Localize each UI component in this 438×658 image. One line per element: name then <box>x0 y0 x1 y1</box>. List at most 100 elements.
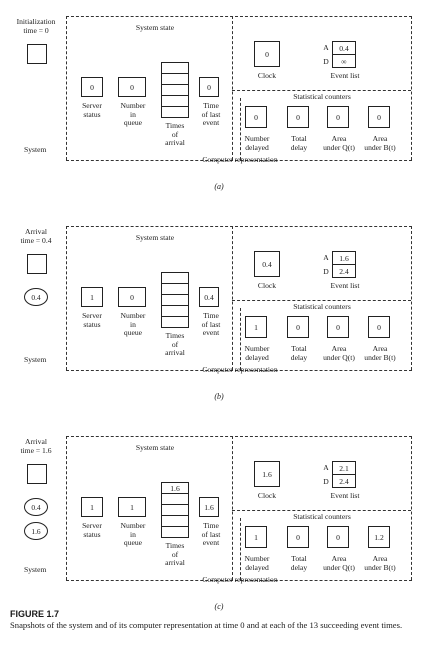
event-d-label: D <box>323 57 329 66</box>
frame-right <box>411 436 412 580</box>
counter-total-delay-box: 0 <box>287 526 309 548</box>
figure-title: FIGURE 1.7 <box>10 609 60 619</box>
counter-total-delay-box: 0 <box>287 316 309 338</box>
event-a-label: A <box>323 43 329 52</box>
computer-representation-label: Computer representation <box>202 575 278 584</box>
frame-divider <box>232 226 233 370</box>
clock-label: Clock <box>257 71 277 80</box>
frame-left <box>66 436 67 580</box>
system-label: System <box>24 355 47 364</box>
event-list-label: Event list <box>330 281 360 290</box>
counter-number-delayed-box: 1 <box>245 316 267 338</box>
number-in-queue-box: 0 <box>118 287 146 307</box>
frame-bottom <box>66 580 412 581</box>
counters-left <box>240 98 241 160</box>
frame-divider <box>232 16 233 160</box>
next-departure-box: 2.4 <box>332 474 356 488</box>
event-d-label: D <box>323 477 329 486</box>
time-of-last-event-box: 1.6 <box>199 497 219 517</box>
statistical-counters-label: Statistical counters <box>293 512 351 521</box>
counter-area-q-box: 0 <box>327 106 349 128</box>
frame-bottom <box>66 160 412 161</box>
number-in-queue-box: 1 <box>118 497 146 517</box>
event-d-label: D <box>323 267 329 276</box>
clock-box: 0.4 <box>254 251 280 277</box>
panel-caption: (c) <box>214 602 224 611</box>
next-departure-box: 2.4 <box>332 264 356 278</box>
computer-representation-label: Computer representation <box>202 365 278 374</box>
arrival-time-cell <box>161 526 189 538</box>
frame-right <box>411 226 412 370</box>
statistical-counters-label: Statistical counters <box>293 92 351 101</box>
event-list-label: Event list <box>330 491 360 500</box>
next-departure-box: ∞ <box>332 54 356 68</box>
figure-description: Snapshots of the system and of its compu… <box>10 620 403 630</box>
frame-right <box>411 16 412 160</box>
system-label: System <box>24 565 47 574</box>
frame-divider <box>232 436 233 580</box>
counters-top <box>232 300 411 301</box>
counter-area-q-box: 0 <box>327 316 349 338</box>
panel-caption: (a) <box>214 182 224 191</box>
clock-box: 0 <box>254 41 280 67</box>
clock-label: Clock <box>257 281 277 290</box>
counters-top <box>232 90 411 91</box>
statistical-counters-label: Statistical counters <box>293 302 351 311</box>
clock-box: 1.6 <box>254 461 280 487</box>
counters-top <box>232 510 411 511</box>
server-status-box: 0 <box>81 77 103 97</box>
next-arrival-box: 0.4 <box>332 41 356 55</box>
panel-caption: (b) <box>214 392 224 401</box>
event-a-label: A <box>323 253 329 262</box>
customer-circle: 0.4 <box>24 288 48 306</box>
time-of-last-event-box: 0 <box>199 77 219 97</box>
computer-representation-label: Computer representation <box>202 155 278 164</box>
time-of-last-event-box: 0.4 <box>199 287 219 307</box>
frame-bottom <box>66 370 412 371</box>
counter-area-b-box: 0 <box>368 316 390 338</box>
counter-area-q-box: 0 <box>327 526 349 548</box>
system-box <box>27 254 47 274</box>
event-a-label: A <box>323 463 329 472</box>
next-arrival-box: 2.1 <box>332 461 356 475</box>
frame-top <box>66 226 412 227</box>
frame-left <box>66 226 67 370</box>
system-label: System <box>24 145 47 154</box>
system-box <box>27 464 47 484</box>
system-state-label: System state <box>135 233 175 242</box>
server-status-box: 1 <box>81 287 103 307</box>
arrival-time-cell <box>161 106 189 118</box>
counter-total-delay-box: 0 <box>287 106 309 128</box>
frame-left <box>66 16 67 160</box>
clock-label: Clock <box>257 491 277 500</box>
server-status-box: 1 <box>81 497 103 517</box>
number-in-queue-box: 0 <box>118 77 146 97</box>
customer-circle: 1.6 <box>24 522 48 540</box>
counter-number-delayed-box: 1 <box>245 526 267 548</box>
counter-number-delayed-box: 0 <box>245 106 267 128</box>
arrival-time-cell <box>161 316 189 328</box>
frame-top <box>66 436 412 437</box>
